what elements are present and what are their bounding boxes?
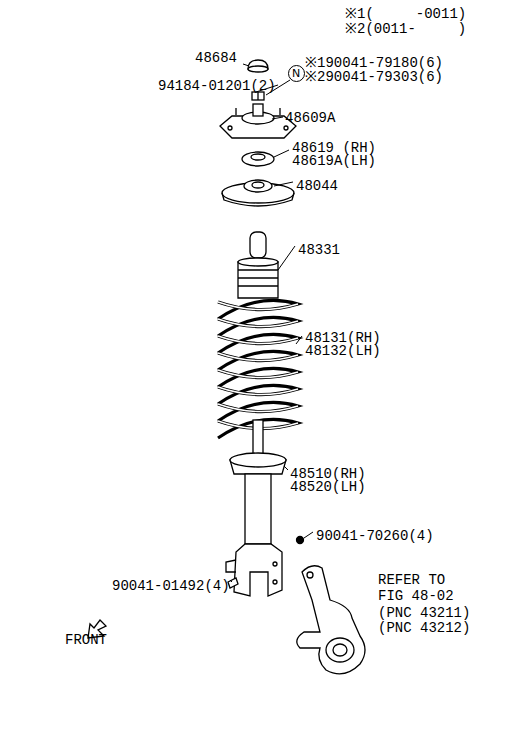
part-number: 48684 [195,51,237,65]
part-number: ※290041-79303(6) [305,70,443,84]
part-number: ※2(0011- ) [345,22,466,36]
steering-knuckle [297,566,365,674]
part-number: 90041-70260(4) [316,529,434,543]
upper-mount [220,104,296,138]
dust-cap [248,60,268,72]
part-number: ※1( -0011) [345,7,466,21]
part-number: 90041-01492(4) [112,579,230,593]
part-number: 48619 (RH) [292,141,376,155]
bump-stop [238,232,278,298]
part-number: 94184-01201(2) [158,79,276,93]
note-text: FIG 48-02 [378,589,454,603]
nut [252,92,264,100]
part-number: 48619A(LH) [292,154,376,168]
part-number: 48520(LH) [290,480,366,494]
part-number: 48609A [285,111,335,125]
part-number: 48131(RH) [305,331,381,345]
note-text: REFER TO [378,573,445,587]
coil-spring [218,300,298,438]
note-text: (PNC 43212) [378,621,470,635]
note-marker: N [288,65,305,82]
direction-label: FRONT [65,633,107,647]
bearing [242,152,274,166]
note-text: (PNC 43211) [378,606,470,620]
part-number: 48331 [298,243,340,257]
part-number: 48510(RH) [290,467,366,481]
strut-body [226,420,286,596]
marker-letter: N [292,68,300,79]
spring-seat [222,180,294,206]
part-number: 48132(LH) [305,344,381,358]
part-number: 48044 [296,179,338,193]
nut [297,537,304,544]
part-number: ※190041-79180(6) [305,56,443,70]
